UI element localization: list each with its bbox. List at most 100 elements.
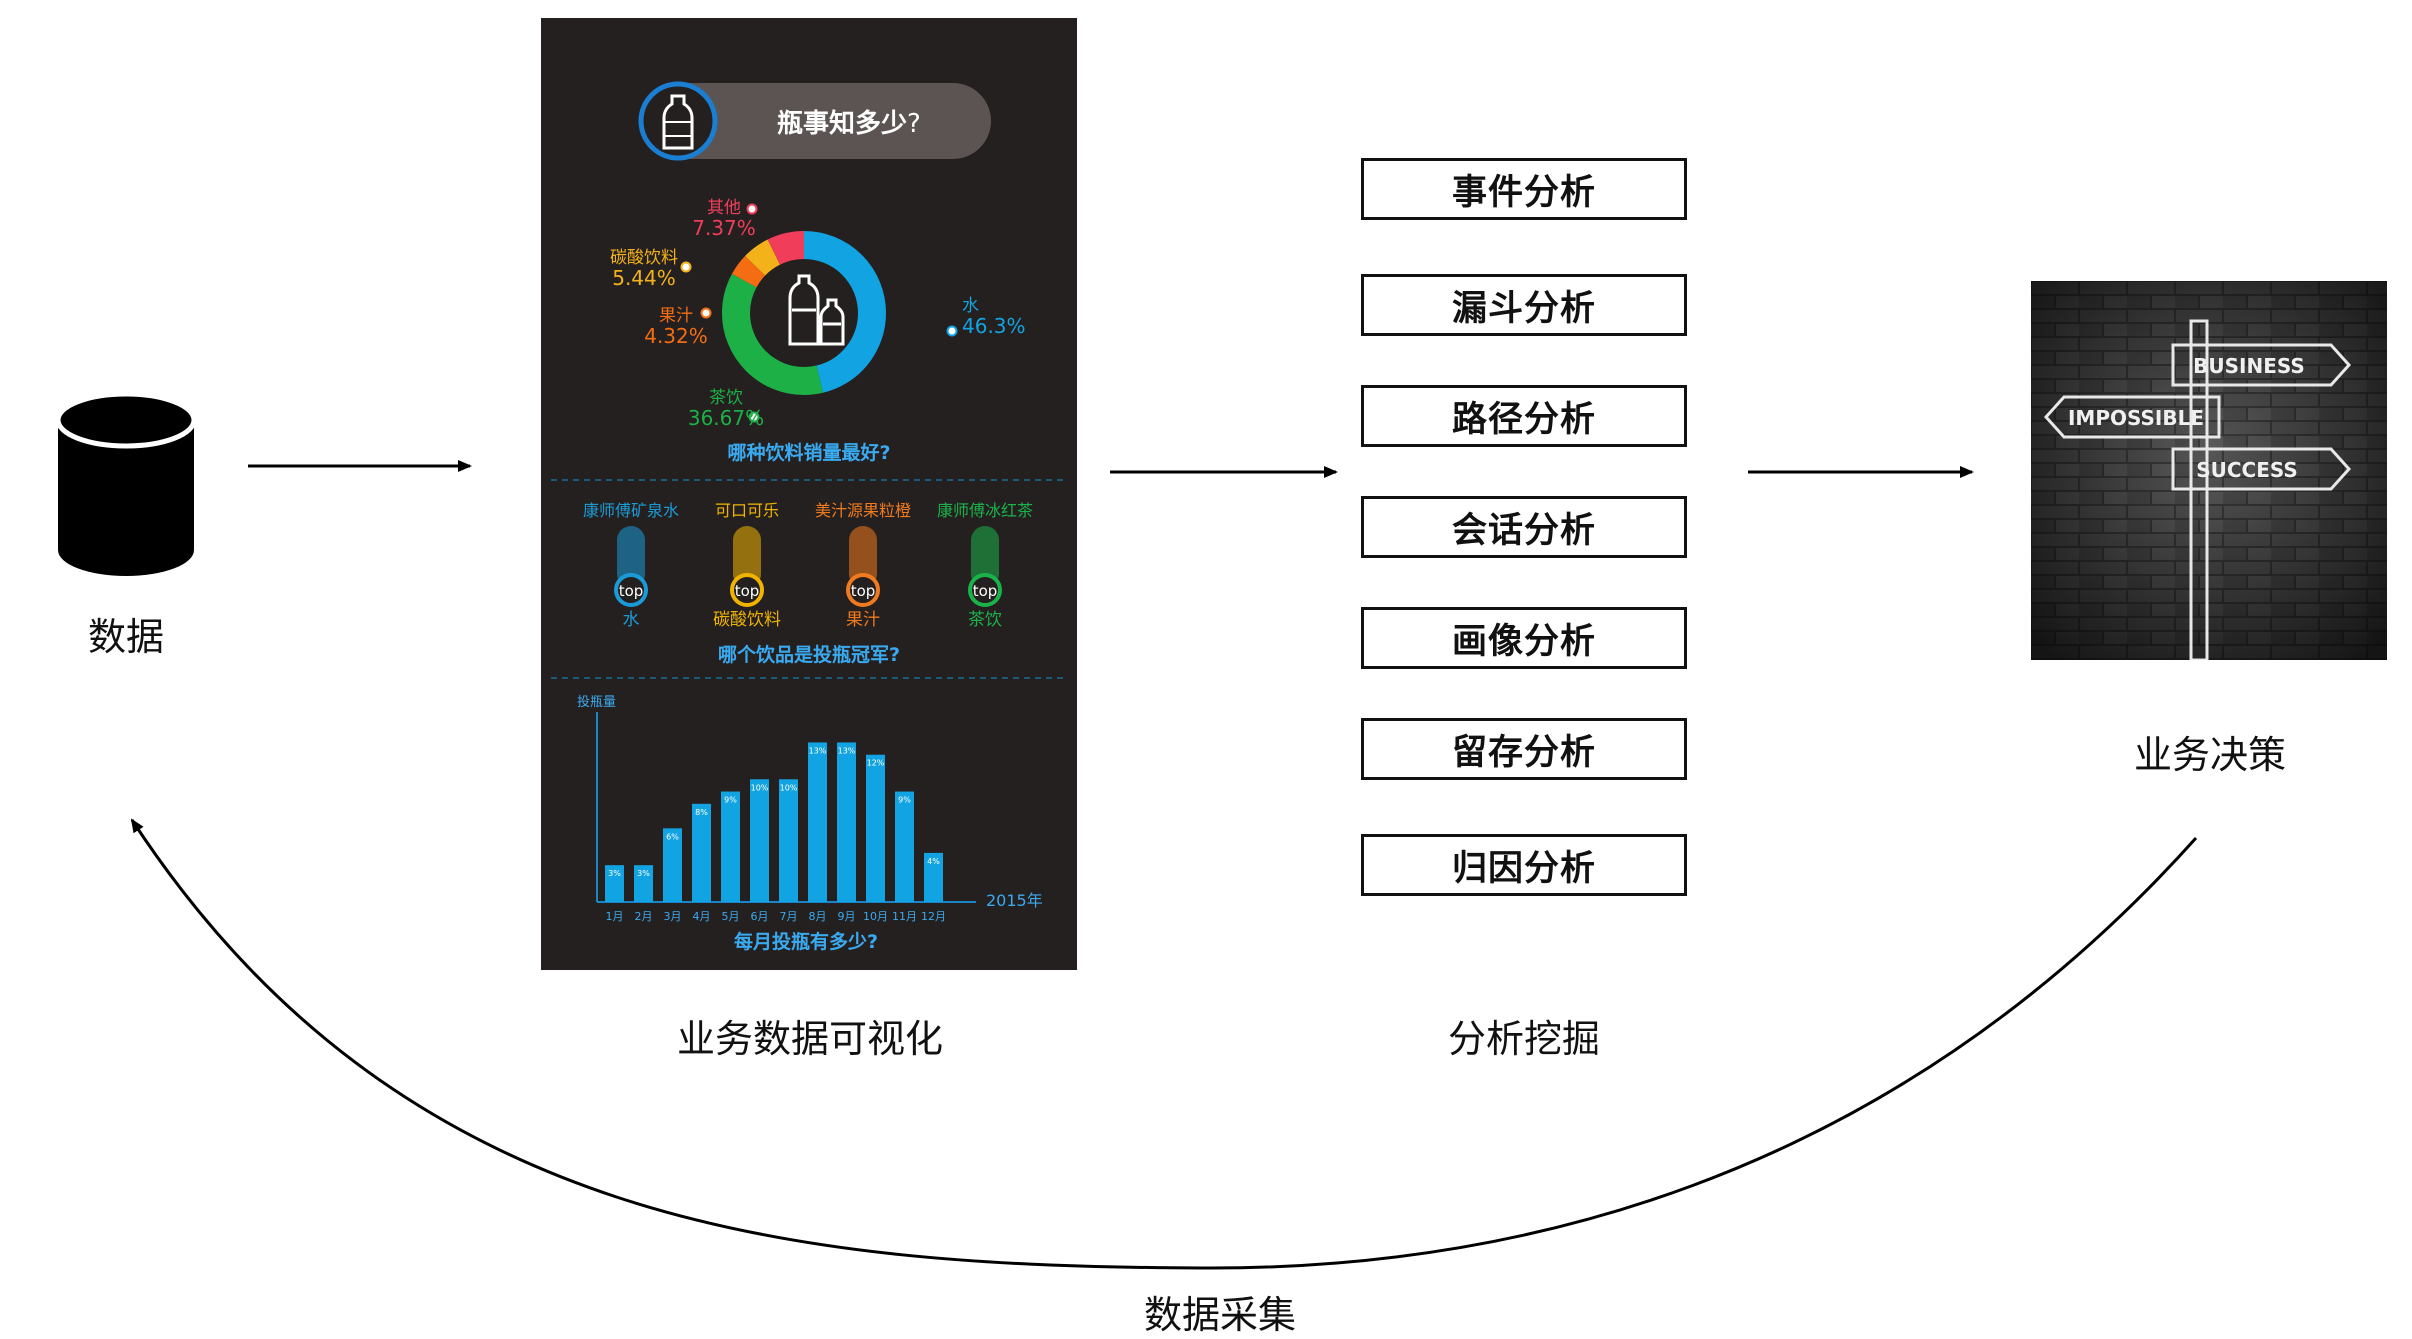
top-category-label-1: 水 [623,610,640,630]
bar-month-label-2: 2月 [635,910,653,923]
bar-8月 [808,742,827,902]
bar-value-label-6: 10% [751,783,769,792]
bar-month-label-5: 5月 [722,910,740,923]
feedback-loop-arrow [130,818,2198,1270]
infographic-title: 瓶事知多少 [777,109,907,139]
viz-node-label: 业务数据可视化 [676,1017,943,1061]
top-badge-circle-2 [730,573,764,607]
bar-value-label-2: 3% [637,869,650,878]
section2-question: 哪个饮品是投瓶冠军? [718,643,900,666]
bar-9月 [837,742,856,902]
bar-value-label-10: 12% [867,759,885,768]
sign-success: SUCCESS [2196,458,2298,482]
top-brand-name-4: 康师傅冰红茶 [937,501,1033,520]
mining-node-label: 分析挖掘 [1447,1017,1600,1061]
bar-month-label-9: 9月 [838,910,856,923]
bar-4月 [692,803,711,902]
donut-value-label-2: 36.67% [688,406,764,430]
infographic-title-mark: ? [907,109,921,139]
bar-month-label-7: 7月 [780,910,798,923]
donut-label-dot-5 [746,203,758,215]
monthly-bars: 3%1月3%2月6%3月8%4月9%5月10%6月10%7月13%8月13%9月… [605,742,946,923]
database-icon [55,392,197,576]
donut-value-label-5: 7.37% [692,216,756,240]
donut-slice-5 [722,231,886,395]
chart-year-label: 2015年 [986,891,1043,910]
bar-value-label-3: 6% [666,832,679,841]
section3-question: 每月投瓶有多少? [734,930,878,953]
sign-impossible: IMPOSSIBLE [2068,406,2204,430]
loop-label-data-collection: 数据采集 [1143,1293,1296,1337]
donut-value-label-1: 46.3% [962,314,1026,338]
top-badge-text-1: top [619,582,644,600]
bar-1月 [605,865,624,902]
top-brand-tube-4 [971,526,999,588]
donut-category-label-3: 果汁 [659,306,693,326]
bar-value-label-12: 4% [927,857,940,866]
donut-bottles-icon [788,274,845,346]
section1-question: 哪种饮料销量最好? [727,441,890,464]
method-funnel-analysis[interactable]: 漏斗分析 [1361,274,1687,336]
donut-label-dot-2 [748,411,760,423]
donut-label-dot-1 [946,325,958,337]
method-event-analysis[interactable]: 事件分析 [1361,158,1687,220]
bar-11月 [895,791,914,902]
top-category-label-2: 碳酸饮料 [713,610,781,630]
top-brands-row: 康师傅矿泉水 top 水 可口可乐 top 碳酸饮料 美汁源果粒橙 top 果汁 康师傅冰红茶 to… [583,501,1033,630]
bar-month-label-12: 12月 [921,910,946,923]
donut-label-dot-4 [680,261,692,273]
bar-3月 [663,828,682,902]
bar-value-label-11: 9% [898,796,911,805]
top-brand-name-2: 可口可乐 [715,501,779,520]
top-brand-name-1: 康师傅矿泉水 [583,501,679,520]
data-node-label: 数据 [87,615,164,659]
method-path-analysis[interactable]: 路径分析 [1361,385,1687,447]
donut-slice-2 [722,231,886,395]
bar-month-label-1: 1月 [606,910,624,923]
top-badge-text-4: top [973,582,998,600]
method-attribution-analysis[interactable]: 归因分析 [1361,834,1687,896]
bar-12月 [924,852,943,902]
decision-node-label: 业务决策 [2133,733,2286,777]
donut-value-label-4: 5.44% [612,266,676,290]
top-badge-circle-3 [846,573,880,607]
bar-6月 [750,779,769,902]
bar-value-label-4: 8% [695,808,708,817]
donut-category-label-1: 水 [962,296,979,316]
decision-signpost-image: BUSINESS IMPOSSIBLE SUCCESS [2031,281,2387,660]
top-badge-text-3: top [851,582,876,600]
donut-category-label-5: 其他 [707,198,741,218]
bar-month-label-11: 11月 [892,910,917,923]
bar-value-label-5: 9% [724,796,737,805]
top-badge-text-2: top [735,582,760,600]
donut-value-label-3: 4.32% [644,324,708,348]
bar-month-label-8: 8月 [809,910,827,923]
bar-month-label-10: 10月 [863,910,888,923]
top-brand-name-3: 美汁源果粒橙 [815,501,911,520]
title-pill [641,83,991,159]
method-persona-analysis[interactable]: 画像分析 [1361,607,1687,669]
bar-value-label-7: 10% [780,783,798,792]
bar-month-label-6: 6月 [751,910,769,923]
bar-value-label-8: 13% [809,746,827,755]
top-badge-circle-1 [614,573,648,607]
donut-label-dot-3 [700,307,712,319]
bar-value-label-9: 13% [838,746,856,755]
top-brand-tube-3 [849,526,877,588]
top-category-label-3: 果汁 [846,610,880,630]
chart-y-label: 投瓶量 [577,694,616,710]
bar-month-label-3: 3月 [664,910,682,923]
top-badge-circle-4 [968,573,1002,607]
beverage-share-donut [718,227,890,399]
method-session-analysis[interactable]: 会话分析 [1361,496,1687,558]
bar-2月 [634,865,653,902]
top-brand-tube-2 [733,526,761,588]
bar-5月 [721,791,740,902]
bar-month-label-4: 4月 [693,910,711,923]
top-brand-tube-1 [617,526,645,588]
donut-category-label-2: 茶饮 [709,388,743,408]
method-retention-analysis[interactable]: 留存分析 [1361,718,1687,780]
